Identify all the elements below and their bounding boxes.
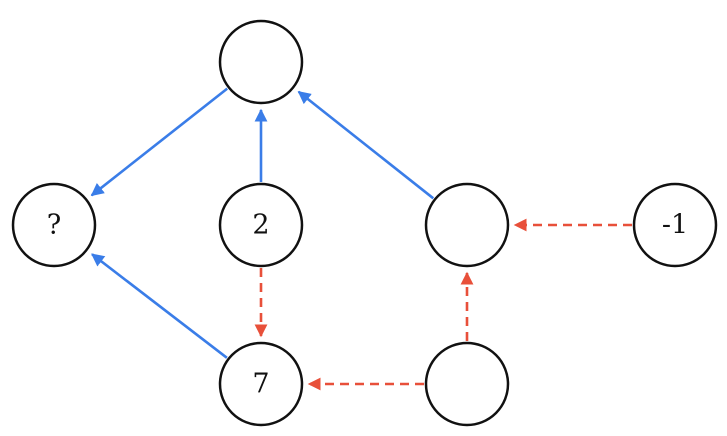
node-label-two: 2 (252, 210, 269, 241)
edge-seven-to-question-solid (91, 253, 228, 359)
node-circle-bottom-right (424, 341, 510, 427)
node-right-middle (424, 182, 510, 268)
node-label-minus-one: -1 (662, 210, 688, 241)
node-seven: 7 (218, 341, 304, 427)
edge-top-to-question-solid (90, 87, 229, 197)
node-circle-top (218, 19, 304, 105)
node-top (218, 19, 304, 105)
node-label-question: ? (47, 210, 61, 241)
node-two: 2 (218, 182, 304, 268)
edges-layer (90, 87, 632, 391)
node-bottom-right (424, 341, 510, 427)
node-question: ? (11, 182, 97, 268)
node-label-seven: 7 (252, 369, 269, 400)
nodes-layer: ? 2 -1 7 (11, 19, 718, 427)
edge-right-middle-to-top-solid (297, 90, 435, 200)
node-minus-one: -1 (632, 182, 718, 268)
node-circle-minus-one (632, 182, 718, 268)
node-circle-right-middle (424, 182, 510, 268)
node-circle-question (11, 182, 97, 268)
node-circle-seven (218, 341, 304, 427)
node-circle-two (218, 182, 304, 268)
